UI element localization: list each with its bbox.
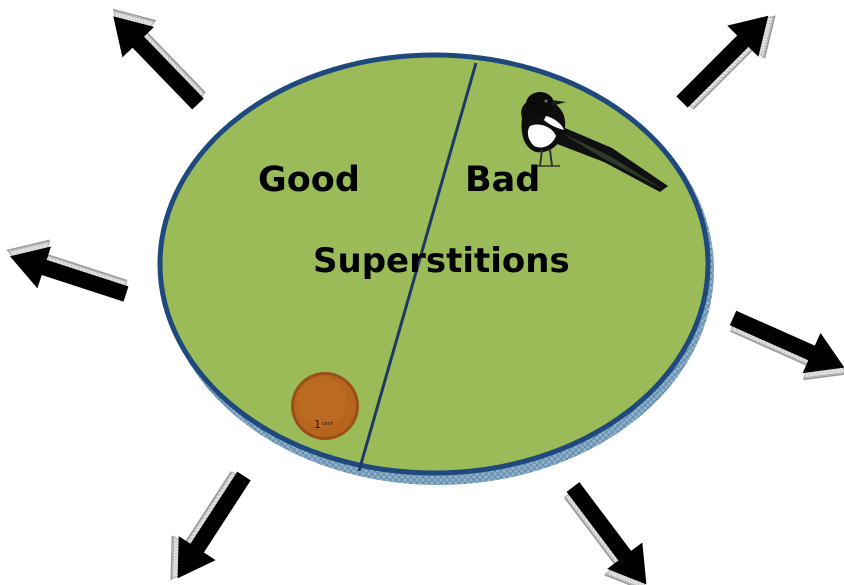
arrow-top-left — [95, 0, 218, 119]
arrow-left — [0, 229, 134, 315]
arrow-right — [722, 298, 844, 394]
coin-unit: cent — [322, 421, 333, 427]
arrow-top-right — [666, 0, 790, 121]
coin-value: 1 — [314, 418, 321, 431]
arrow-bottom-right — [551, 474, 666, 585]
one-cent-coin-icon: 1 cent — [291, 372, 359, 440]
good-label: Good — [258, 160, 360, 200]
bad-label: Bad — [465, 160, 540, 200]
arrow-bottom-left — [153, 461, 263, 585]
superstitions-title: Superstitions — [313, 241, 570, 281]
